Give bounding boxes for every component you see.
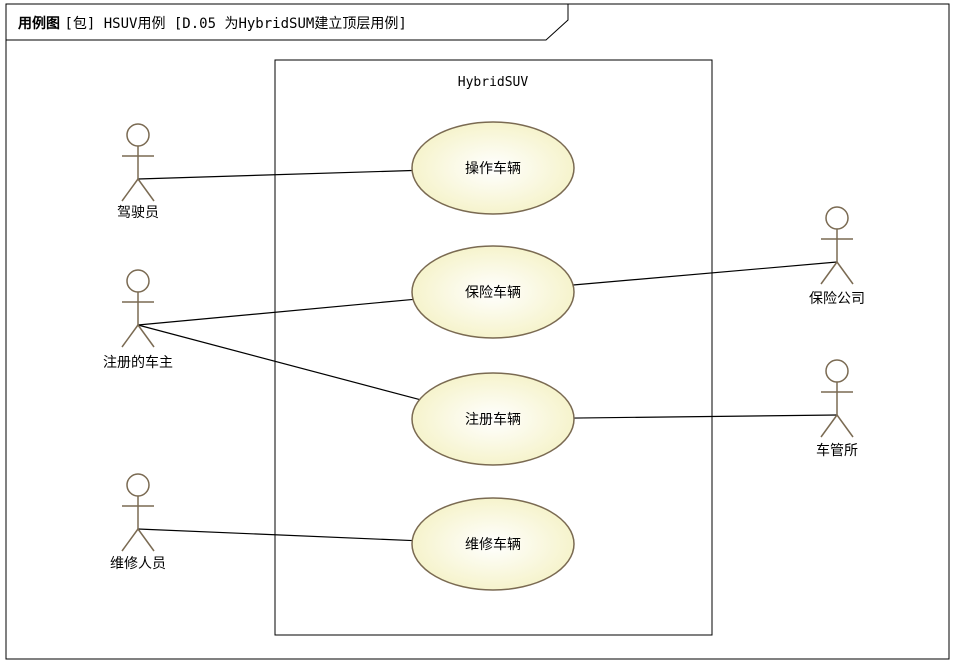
association-line	[137, 169, 413, 180]
association-line	[137, 324, 420, 401]
actor-insurance-company[interactable]: 保险公司	[809, 206, 865, 307]
actor-maintenance-staff[interactable]: 维修人员	[110, 473, 166, 572]
usecase-label: 操作车辆	[465, 160, 521, 177]
usecase-ellipse[interactable]	[411, 497, 575, 591]
stick-figure-icon	[121, 473, 155, 552]
frame-rest: [包] HSUV用例 [D.05 为HybridSUM建立顶层用例]	[64, 16, 406, 32]
stick-figure-icon	[820, 359, 854, 438]
actor-registered-owner[interactable]: 注册的车主	[103, 269, 173, 371]
usecase-label: 保险车辆	[465, 284, 521, 301]
actor-label: 保险公司	[809, 291, 865, 307]
usecase-insure-vehicle[interactable]: 保险车辆	[411, 245, 575, 339]
actor-label: 注册的车主	[103, 354, 173, 371]
stick-figure-icon	[121, 123, 155, 202]
usecase-operate-vehicle[interactable]: 操作车辆	[411, 121, 575, 215]
usecase-ellipse[interactable]	[411, 121, 575, 215]
usecase-ellipse[interactable]	[411, 372, 575, 466]
stick-figure-icon	[820, 206, 854, 285]
stick-figure-icon	[121, 269, 155, 348]
frame-kind: 用例图	[18, 15, 60, 32]
actor-dmv[interactable]: 车管所	[816, 359, 858, 459]
association-line	[573, 414, 838, 419]
actor-driver[interactable]: 驾驶员	[117, 123, 159, 221]
frame-title: 用例图 [包] HSUV用例 [D.05 为HybridSUM建立顶层用例]	[18, 15, 407, 32]
association-lines	[137, 169, 838, 542]
usecase-label: 注册车辆	[465, 411, 521, 428]
association-line	[137, 298, 414, 326]
association-line	[137, 528, 413, 542]
actor-label: 维修人员	[110, 556, 166, 572]
usecase-ellipse[interactable]	[411, 245, 575, 339]
system-name: HybridSUV	[458, 75, 529, 90]
usecase-register-vehicle[interactable]: 注册车辆	[411, 372, 575, 466]
association-line	[573, 261, 838, 286]
usecase-label: 维修车辆	[465, 536, 521, 553]
frame-heading-tab	[6, 4, 569, 41]
actor-label: 车管所	[816, 442, 858, 459]
actor-label: 驾驶员	[117, 205, 159, 221]
usecase-maintain-vehicle[interactable]: 维修车辆	[411, 497, 575, 591]
